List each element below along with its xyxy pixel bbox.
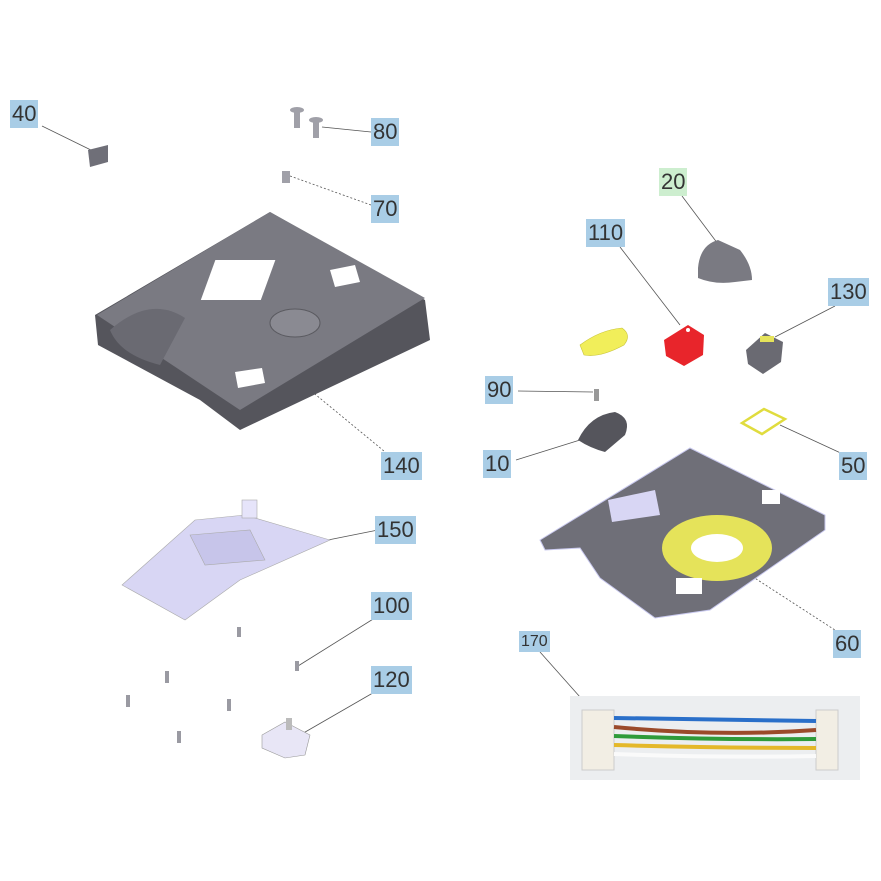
callout-90: 90 <box>485 376 514 404</box>
callout-20: 20 <box>659 168 688 196</box>
callout-120: 120 <box>371 666 412 694</box>
callout-50: 50 <box>839 452 868 480</box>
callout-80: 80 <box>371 118 400 146</box>
leader-lines <box>41 125 846 736</box>
callout-10: 10 <box>483 450 512 478</box>
callout-40: 40 <box>10 100 39 128</box>
part-100-screws <box>126 627 299 743</box>
part-70-pin <box>282 171 290 183</box>
part-150-circuit-board <box>121 499 331 621</box>
callout-140: 140 <box>381 452 422 480</box>
part-130-dark-switch <box>746 333 783 374</box>
part-60-control-panel-foil <box>539 447 826 619</box>
callout-100: 100 <box>371 592 412 620</box>
callout-60: 60 <box>833 630 862 658</box>
callout-150: 150 <box>375 516 416 544</box>
part-110-red-switch <box>664 325 704 366</box>
callout-130: 130 <box>828 278 869 306</box>
callout-170: 170 <box>519 631 550 652</box>
part-80-screws <box>290 107 323 138</box>
part-120-potentiometer <box>261 718 311 759</box>
part-140-base-housing <box>95 212 430 430</box>
yellow-rocker-cover <box>579 327 628 356</box>
callout-70: 70 <box>371 195 400 223</box>
part-170-cable-harness <box>570 696 860 780</box>
callout-110: 110 <box>586 219 626 247</box>
part-40-clip <box>88 145 108 167</box>
part-90-screw <box>594 389 599 401</box>
part-50-gasket <box>739 407 788 436</box>
part-20-knob <box>698 240 752 283</box>
part-10-cover <box>578 412 628 452</box>
